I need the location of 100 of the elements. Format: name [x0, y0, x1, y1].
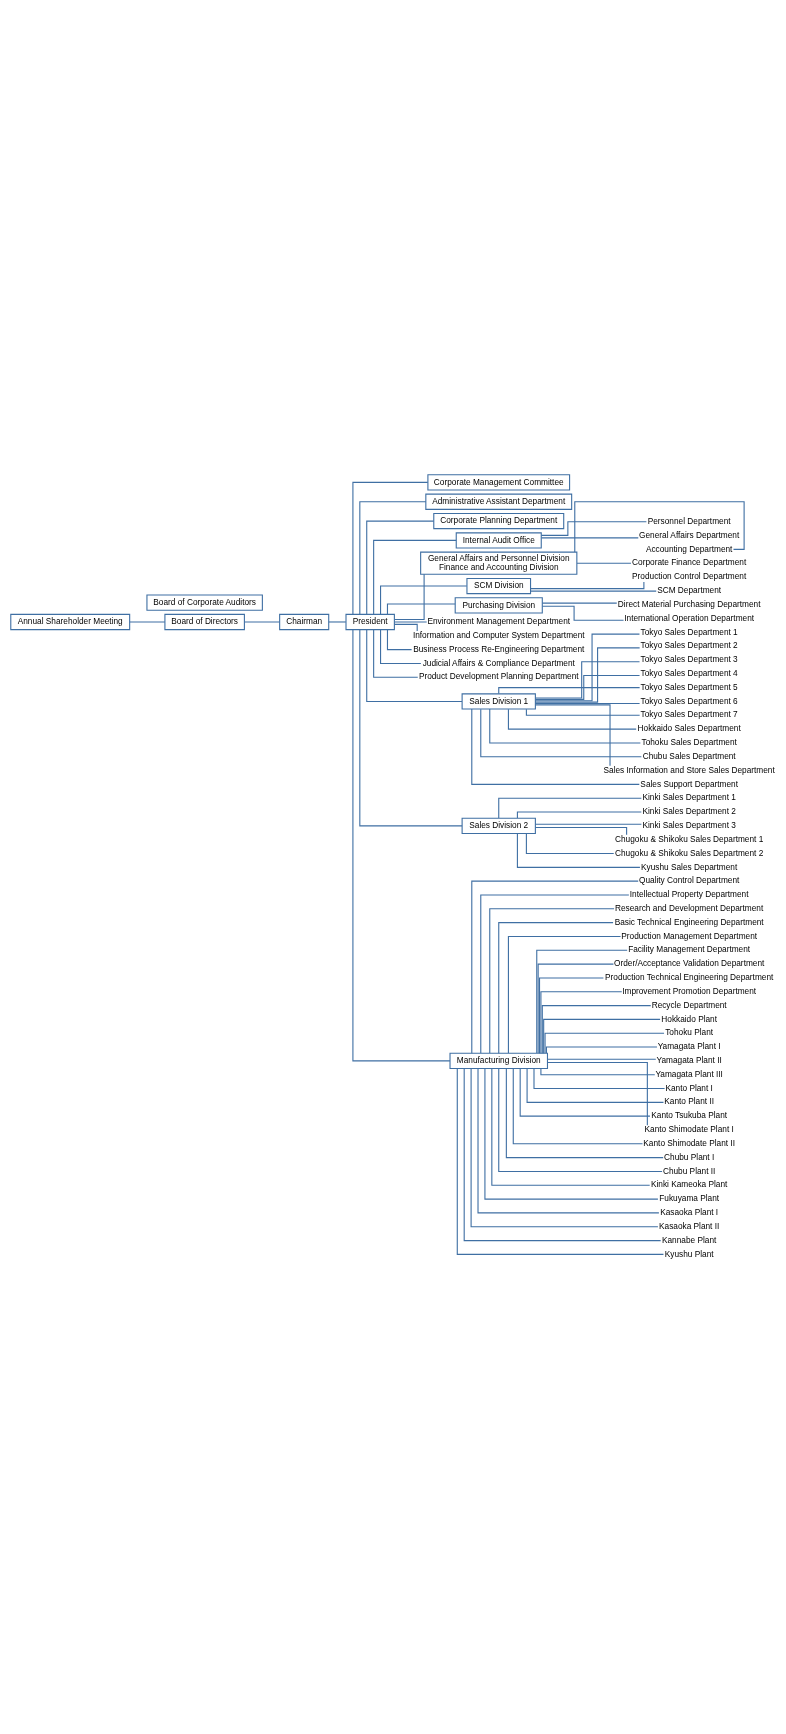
connector [491, 1068, 651, 1186]
node-box: Purchasing Division [454, 597, 543, 614]
connector [534, 823, 642, 825]
node-text: Kinki Sales Department 1 [642, 792, 736, 803]
connector [534, 826, 628, 836]
node-text: Tokyo Sales Department 3 [640, 654, 738, 665]
node-text: Corporate Finance Department [632, 557, 747, 568]
node-text: Sales Information and Store Sales Department [603, 764, 775, 775]
connector [507, 935, 622, 1054]
connector [471, 880, 639, 1054]
connector [507, 708, 637, 730]
connector [359, 629, 463, 827]
connector [540, 521, 647, 536]
connector [393, 623, 418, 632]
connector [480, 708, 642, 758]
node-box: Corporate Planning Department [433, 512, 565, 530]
connector [526, 1067, 665, 1103]
node-text: International Operation Department [624, 612, 755, 623]
node-text: Tokyo Sales Department 4 [640, 667, 738, 678]
connector [129, 621, 166, 623]
node-box: Internal Audit Office [455, 532, 542, 549]
connector [533, 1068, 666, 1090]
connector [394, 621, 428, 623]
node-text: Personnel Department [647, 515, 731, 526]
node-text: Kanto Tsukuba Plant [651, 1110, 728, 1121]
node-text: Kinki Kameoka Plant [650, 1179, 728, 1190]
connector [366, 520, 435, 615]
connector [537, 963, 614, 1054]
node-text: Chubu Plant II [662, 1165, 716, 1176]
connector [535, 647, 641, 703]
node-text: Tokyo Sales Department 1 [640, 626, 738, 637]
node-box: General Affairs and Personnel Division Finance and Accounting Division [420, 551, 578, 575]
connector [540, 537, 639, 539]
node-text: SCM Department [657, 585, 722, 596]
connector [516, 832, 641, 868]
connector [366, 629, 463, 703]
node-text: Chubu Plant I [664, 1151, 715, 1162]
connector [540, 991, 623, 1054]
connector [373, 629, 419, 678]
node-text: Tohoku Sales Department [641, 737, 737, 748]
connector [544, 1032, 665, 1054]
node-box: Chairman [279, 613, 330, 631]
connector [519, 1068, 651, 1117]
node-box: Annual Shareholder Meeting [10, 613, 131, 631]
connector [352, 629, 451, 1062]
node-text: Information and Computer System Department [412, 629, 585, 640]
node-text: Kannabe Plant [661, 1234, 717, 1245]
node-text: Chugoku & Shikoku Sales Department 2 [615, 847, 764, 858]
node-box: Administrative Assistant Department [425, 493, 573, 510]
node-text: Tokyo Sales Department 6 [640, 695, 738, 706]
connector [498, 922, 614, 1054]
connector [512, 1067, 644, 1145]
node-text: Tokyo Sales Department 5 [640, 681, 738, 692]
node-text: Yamagata Plant I [657, 1041, 721, 1052]
node-text: Kanto Shimodate Plant II [643, 1137, 735, 1148]
connector [505, 1068, 664, 1159]
node-box: SCM Division [466, 577, 532, 595]
node-text: Yamagata Plant III [655, 1068, 723, 1079]
connector [525, 833, 615, 855]
connector [541, 1005, 652, 1054]
connector [545, 1046, 658, 1054]
node-box: Sales Division 2 [461, 817, 536, 835]
node-text: Kinki Sales Department 3 [642, 820, 736, 831]
connector [535, 633, 641, 702]
connector [538, 977, 604, 1054]
node-box: Board of Directors [164, 613, 245, 631]
connector [534, 704, 611, 767]
connector [547, 1058, 657, 1060]
node-box: Sales Division 1 [461, 693, 536, 710]
connector [547, 1061, 648, 1126]
node-text: Production Technical Engineering Department [604, 972, 774, 983]
connector [386, 629, 413, 651]
node-text: Direct Material Purchasing Department [617, 598, 761, 609]
node-text: Research and Development Department [615, 902, 764, 913]
connector [480, 894, 630, 1054]
node-text: Accounting Department [645, 543, 733, 554]
connector [498, 687, 641, 695]
connector [576, 562, 632, 564]
connector [373, 539, 457, 615]
connector [536, 949, 628, 1054]
node-text: Business Process Re-Engineering Department [413, 643, 585, 654]
node-text: Improvement Promotion Department [622, 985, 757, 996]
node-text: General Affairs Department [639, 529, 740, 540]
connector [530, 590, 657, 592]
connector [525, 708, 641, 716]
node-text: Recycle Department [651, 999, 727, 1010]
connector [540, 1068, 656, 1076]
node-text: Chubu Sales Department [642, 750, 736, 761]
node-text: Kanto Plant I [665, 1082, 713, 1093]
connector [535, 675, 641, 700]
node-text: Kasaoka Plant II [659, 1220, 720, 1231]
node-text: Production Management Department [621, 930, 758, 941]
connector [380, 585, 468, 615]
node-text: Production Control Department [632, 571, 747, 582]
node-text: Sales Support Department [640, 778, 738, 789]
node-text: Kanto Shimodate Plant I [644, 1124, 734, 1135]
connector [328, 621, 347, 623]
node-text: Facility Management Department [628, 944, 751, 955]
node-text: Kanto Plant II [664, 1096, 715, 1107]
node-text: Tohoku Plant [665, 1027, 714, 1038]
